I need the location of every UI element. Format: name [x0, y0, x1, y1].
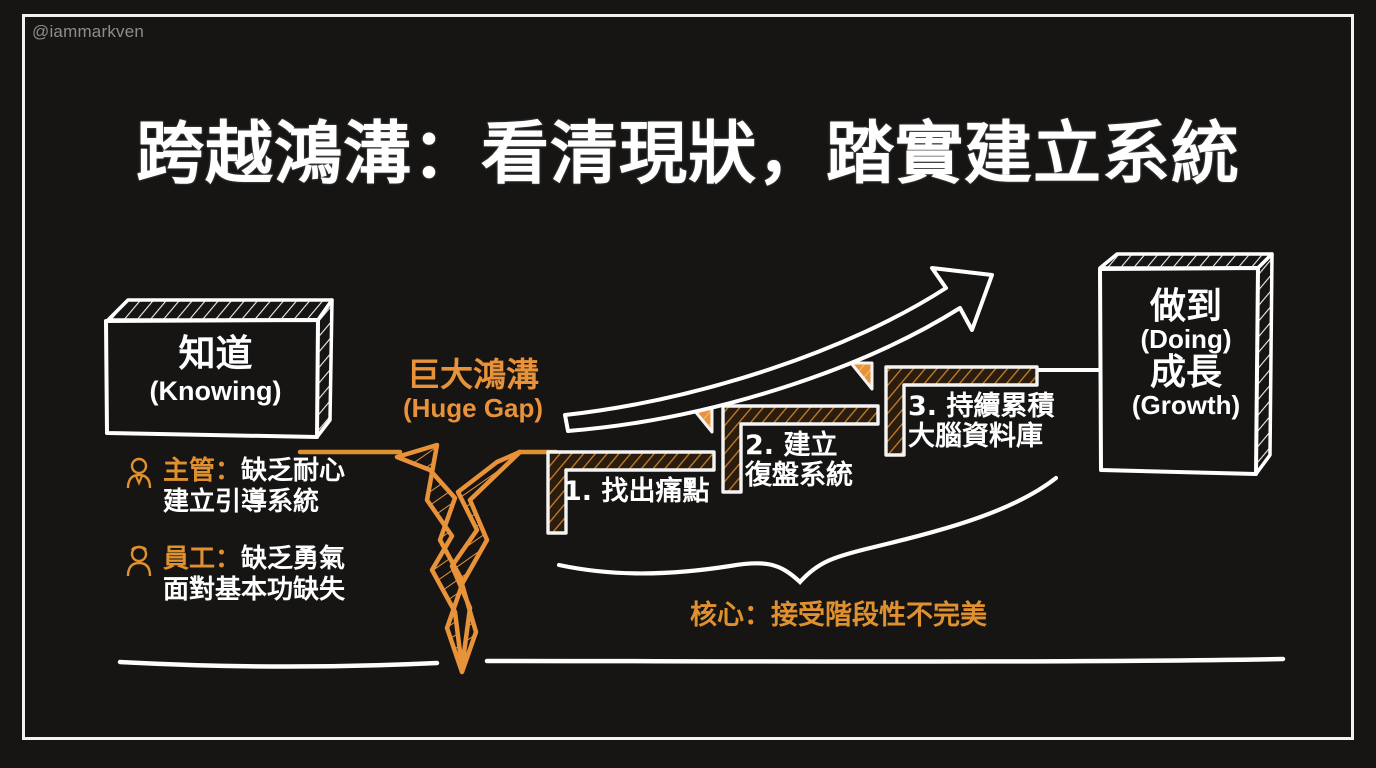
bullet-manager-line1: 主管：缺乏耐心 [163, 456, 473, 487]
huge-gap-cjk: 巨大鴻溝 [407, 355, 539, 394]
doing-en: (Doing) [1140, 324, 1232, 355]
step-1-label: 1. 找出痛點 [563, 476, 710, 507]
ground-line-left [117, 659, 440, 669]
step-3-line1: 3. 持續累積 [908, 391, 1055, 422]
bullet-manager-line2: 建立引導系統 [163, 486, 320, 517]
bullet-employee-line2: 面對基本功缺失 [163, 574, 346, 605]
doing-cjk: 做到 [1149, 286, 1222, 327]
bullet-manager-role: 主管： [163, 456, 242, 486]
curly-brace-icon [556, 475, 1059, 586]
bullet-employee: 員工：缺乏勇氣 面對基本功缺失 [163, 544, 473, 605]
step-2-block [721, 361, 880, 494]
bullet-manager-rest: 缺乏耐心 [241, 456, 346, 486]
watermark-handle: @iammarkven [32, 22, 145, 41]
doing-growth-box-label: 做到 (Doing) 成長 (Growth) [1106, 286, 1266, 420]
ground-line-right [484, 656, 1286, 664]
bullet-employee-line1: 員工：缺乏勇氣 [163, 544, 473, 575]
page-title: 跨越鴻溝：看清現狀，踏實建立系統 [135, 115, 1240, 194]
step-2-line2: 復盤系統 [745, 460, 853, 492]
knowing-box [104, 298, 334, 439]
up-right-arrow-icon [563, 266, 994, 433]
employee-person-icon [126, 545, 152, 577]
knowing-cjk: 知道 [178, 332, 253, 375]
step-1-block [546, 403, 716, 535]
growth-cjk: 成長 [1149, 351, 1222, 393]
bullet-manager: 主管：缺乏耐心 建立引導系統 [163, 456, 473, 517]
knowing-box-label: 知道 (Knowing) [108, 334, 323, 406]
huge-gap-label: 巨大鴻溝 (Huge Gap) [388, 355, 558, 424]
manager-person-icon [126, 457, 152, 489]
doing-growth-box [1098, 252, 1274, 476]
step-1-line1: 1. 找出痛點 [563, 476, 710, 507]
huge-gap-en: (Huge Gap) [402, 393, 544, 424]
step-3-block [884, 365, 1039, 457]
core-note: 核心：接受階段性不完美 [690, 600, 987, 631]
growth-en: (Growth) [1131, 389, 1241, 420]
step-2-line1: 2. 建立 [745, 430, 838, 461]
bullet-employee-rest: 缺乏勇氣 [241, 544, 346, 574]
bullet-employee-role: 員工： [163, 544, 242, 574]
step-3-line2: 大腦資料庫 [908, 421, 1043, 453]
knowing-en: (Knowing) [149, 376, 282, 407]
step-2-label: 2. 建立 復盤系統 [745, 430, 853, 492]
step-3-label: 3. 持續累積 大腦資料庫 [908, 391, 1055, 453]
